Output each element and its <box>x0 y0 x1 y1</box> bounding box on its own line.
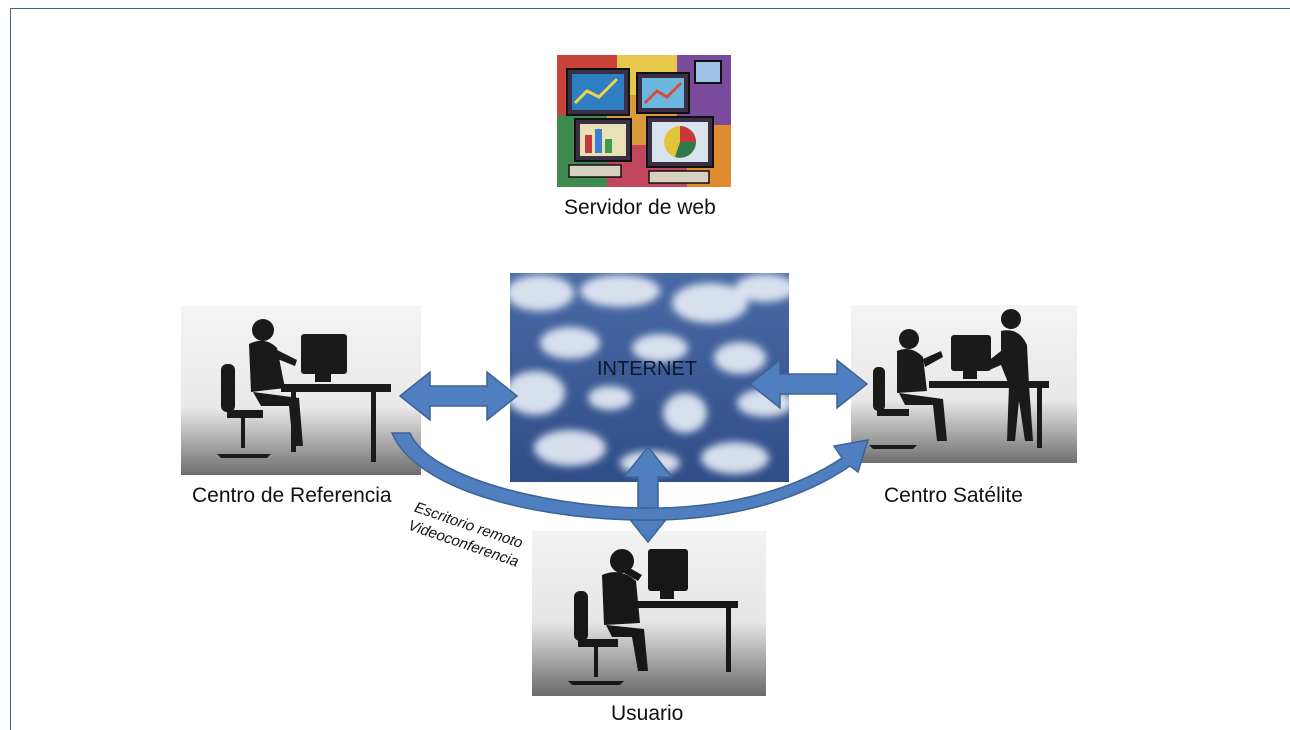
slide-frame-left <box>10 8 11 730</box>
reference-internet-arrow <box>398 370 519 422</box>
server-label: Servidor de web <box>564 196 716 219</box>
reference-satellite-curved-arrow <box>390 432 870 521</box>
user-worker-icon <box>532 531 766 696</box>
slide-frame-top <box>10 8 1290 9</box>
internet-satellite-arrow <box>748 358 869 410</box>
satellite-workers-icon <box>851 305 1077 463</box>
internet-user-arrow <box>622 445 674 544</box>
reference-worker-icon <box>181 306 421 475</box>
user-label: Usuario <box>611 702 684 725</box>
server-icon <box>557 55 731 187</box>
internet-label: INTERNET <box>597 358 697 380</box>
satellite-label: Centro Satélite <box>884 484 1023 507</box>
internet-cloud-icon <box>510 273 789 482</box>
reference-label: Centro de Referencia <box>192 484 392 507</box>
